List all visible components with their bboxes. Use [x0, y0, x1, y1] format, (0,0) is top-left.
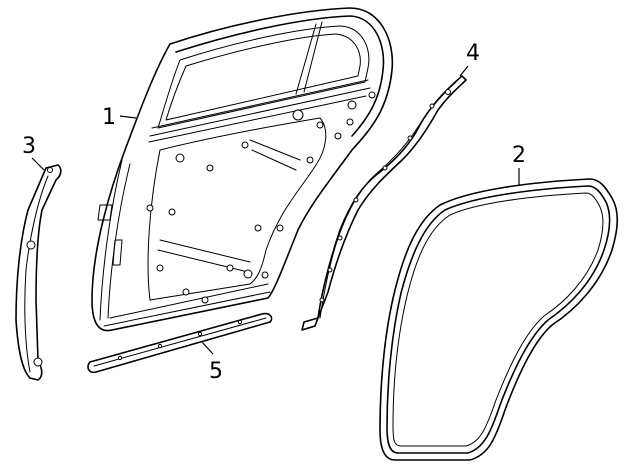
callout-3: 3 — [22, 134, 36, 159]
part-2-door-seal — [379, 178, 619, 461]
callout-4: 4 — [466, 41, 480, 66]
part-4-trim-strip — [301, 75, 467, 331]
part-3-trim-bracket — [15, 164, 62, 381]
leader-3 — [31, 157, 45, 171]
leader-4 — [459, 65, 469, 77]
callout-5: 5 — [209, 359, 223, 384]
callout-1: 1 — [102, 105, 116, 130]
callout-labels: 1 2 3 4 5 — [22, 41, 526, 384]
leader-5 — [201, 341, 214, 355]
callout-2: 2 — [512, 143, 526, 168]
leader-1 — [119, 115, 137, 119]
part-5-sill-molding — [87, 312, 273, 374]
leader-lines — [31, 65, 520, 355]
part-1-door-shell — [91, 7, 394, 332]
